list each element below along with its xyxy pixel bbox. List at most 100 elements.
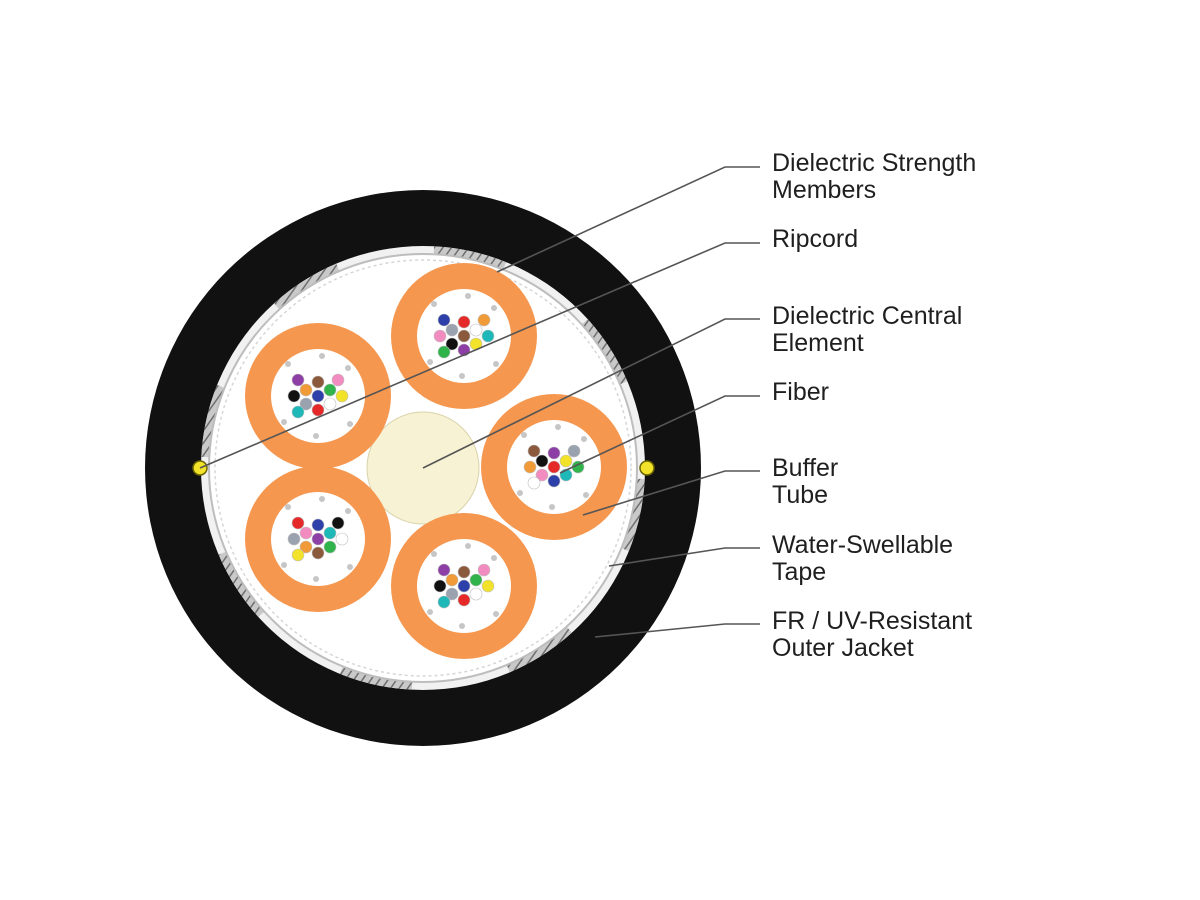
buffer-tube: [245, 323, 391, 469]
gel-dot: [345, 508, 351, 514]
gel-dot: [459, 623, 465, 629]
fiber: [445, 573, 459, 587]
label-line: Fiber: [772, 378, 829, 406]
gel-dot: [583, 492, 589, 498]
fiber: [477, 563, 491, 577]
fiber: [311, 403, 325, 417]
label-line: Tube: [772, 481, 829, 509]
gel-dot: [347, 421, 353, 427]
fiber: [291, 405, 305, 419]
fiber: [547, 460, 561, 474]
fiber: [535, 468, 549, 482]
fiber: [457, 329, 471, 343]
fiber: [323, 526, 337, 540]
fiber: [527, 444, 541, 458]
label-line: FR / UV-Resistant: [772, 607, 973, 635]
leader-lines: [199, 166, 760, 638]
label-line: Dielectric Central: [772, 302, 963, 330]
fiber: [287, 532, 301, 546]
fiber: [523, 460, 537, 474]
fiber: [311, 546, 325, 560]
gel-dot: [319, 496, 325, 502]
fiber: [433, 579, 447, 593]
label-line: Tape: [772, 558, 827, 586]
buffer-tubes: [245, 263, 627, 659]
leader-strength-members: [496, 166, 760, 273]
label-line: Dielectric Strength: [772, 149, 977, 177]
gel-dot: [431, 301, 437, 307]
fiber: [291, 516, 305, 530]
label-line: Buffer: [772, 454, 839, 482]
fiber: [287, 389, 301, 403]
label-line: Members: [772, 176, 877, 204]
label-line: Element: [772, 329, 864, 357]
gel-dot: [493, 611, 499, 617]
gel-dot: [427, 359, 433, 365]
fiber: [323, 540, 337, 554]
fiber: [437, 563, 451, 577]
fiber: [311, 389, 325, 403]
gel-dot: [555, 424, 561, 430]
fiber: [547, 474, 561, 488]
gel-dot: [313, 576, 319, 582]
fiber: [481, 579, 495, 593]
fiber: [437, 345, 451, 359]
gel-dot: [517, 490, 523, 496]
buffer-tube: [481, 394, 627, 540]
gel-dot: [493, 361, 499, 367]
buffer-tube: [245, 466, 391, 612]
label-outer-jacket: FR / UV-Resistant Outer Jacket: [772, 608, 972, 662]
fiber: [457, 565, 471, 579]
fiber: [331, 516, 345, 530]
label-line: Water-Swellable: [772, 531, 954, 559]
buffer-tube: [391, 513, 537, 659]
label-water-swellable-tape: Water-Swellable Tape: [772, 532, 953, 586]
fiber: [323, 397, 337, 411]
gel-dot: [521, 432, 527, 438]
buffer-tube: [391, 263, 537, 409]
fiber: [535, 454, 549, 468]
gel-dot: [491, 555, 497, 561]
fiber: [311, 532, 325, 546]
fiber: [559, 454, 573, 468]
fiber: [457, 593, 471, 607]
fiber: [527, 476, 541, 490]
fiber: [445, 323, 459, 337]
fiber: [445, 337, 459, 351]
gel-dot: [465, 543, 471, 549]
fiber: [291, 548, 305, 562]
fiber: [311, 518, 325, 532]
gel-dot: [285, 361, 291, 367]
gel-dot: [459, 373, 465, 379]
fiber: [469, 323, 483, 337]
fiber: [299, 383, 313, 397]
label-dielectric-strength-members: Dielectric Strength Members: [772, 150, 976, 204]
fiber: [299, 526, 313, 540]
fiber: [299, 540, 313, 554]
gel-dot: [345, 365, 351, 371]
fiber: [457, 579, 471, 593]
label-line: Ripcord: [772, 225, 859, 253]
fiber: [311, 375, 325, 389]
leader-water-swellable-tape: [608, 547, 760, 567]
fiber: [335, 389, 349, 403]
gel-dot: [313, 433, 319, 439]
tape-inner-edge: [214, 259, 632, 677]
label-buffer-tube: Buffer Tube: [772, 455, 838, 509]
gel-dot: [281, 419, 287, 425]
label-ripcord: Ripcord: [772, 226, 858, 253]
ripcord: [639, 460, 655, 476]
gel-dot: [285, 504, 291, 510]
fiber: [567, 444, 581, 458]
fiber: [469, 573, 483, 587]
gel-dot: [427, 609, 433, 615]
leader-central-element: [422, 318, 760, 469]
label-dielectric-central-element: Dielectric Central Element: [772, 303, 962, 357]
fiber: [469, 587, 483, 601]
fiber: [547, 446, 561, 460]
fiber: [323, 383, 337, 397]
fiber: [481, 329, 495, 343]
gel-dot: [549, 504, 555, 510]
gel-dot: [347, 564, 353, 570]
